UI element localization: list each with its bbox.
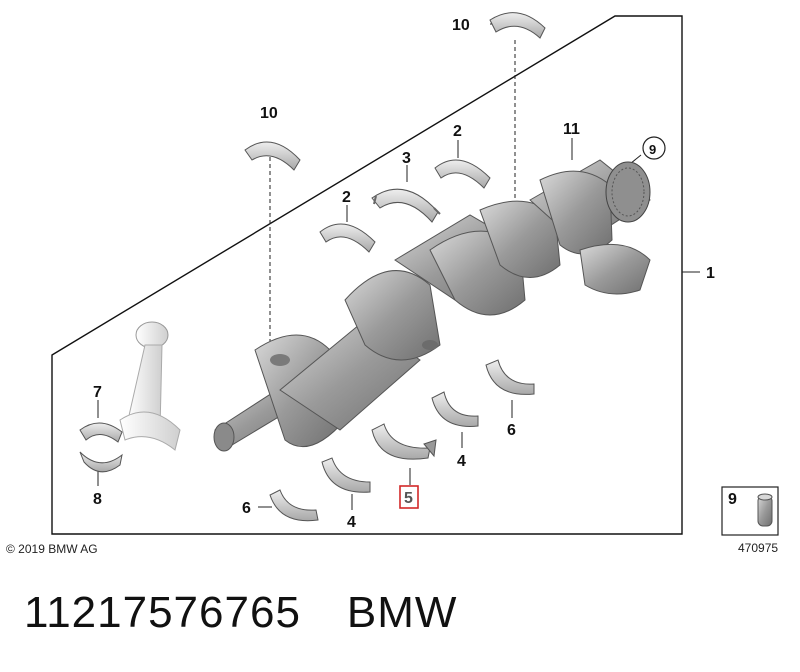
callout-2-left[interactable]: 2 bbox=[342, 189, 351, 206]
part-number: 11217576765 bbox=[24, 588, 301, 637]
callout-9[interactable]: 9 bbox=[649, 142, 656, 157]
callout-9-circle bbox=[642, 136, 666, 160]
inset-label: 9 bbox=[728, 491, 737, 508]
callout-4-bottom[interactable]: 4 bbox=[347, 514, 356, 531]
callout-6-right[interactable]: 6 bbox=[507, 422, 516, 439]
bearing-shell-lower-4b bbox=[431, 391, 479, 427]
callout-11[interactable]: 11 bbox=[563, 121, 580, 138]
bearing-shell-lower-5 bbox=[371, 423, 437, 460]
bearing-shell-7 bbox=[79, 422, 123, 443]
callout-2-top[interactable]: 2 bbox=[453, 123, 462, 140]
callout-7[interactable]: 7 bbox=[93, 384, 102, 401]
callout-6-bottom[interactable]: 6 bbox=[242, 500, 251, 517]
copyright-text: © 2019 BMW AG bbox=[6, 542, 98, 556]
bearing-shell-lower-4a bbox=[321, 457, 371, 493]
parts-diagram: 10 10 11 9 2 3 2 1 7 8 6 4 5 4 6 9 © 201… bbox=[6, 12, 779, 556]
connecting-rod bbox=[119, 321, 181, 451]
bearing-shell-upper-3 bbox=[371, 188, 441, 223]
callout-10-left[interactable]: 10 bbox=[260, 105, 278, 122]
inset-box: 9 bbox=[721, 486, 779, 536]
brand-name: BMW bbox=[346, 588, 458, 637]
bearing-shell-upper-2b bbox=[319, 223, 376, 253]
bearing-shell-upper-10a bbox=[489, 12, 546, 39]
highlight-box bbox=[399, 485, 419, 509]
crankshaft bbox=[213, 159, 651, 452]
bearing-shell-lower-6a bbox=[269, 489, 319, 522]
callout-5-highlighted[interactable]: 5 bbox=[404, 490, 413, 507]
callout-1[interactable]: 1 bbox=[706, 265, 715, 282]
bearing-shell-upper-10b bbox=[244, 141, 301, 171]
bearing-shell-8 bbox=[79, 451, 123, 473]
callout-3[interactable]: 3 bbox=[402, 150, 411, 167]
assembly-frame bbox=[51, 15, 683, 535]
callout-10-top[interactable]: 10 bbox=[452, 17, 470, 34]
bearing-shell-upper-2a bbox=[434, 159, 491, 189]
callout-4-right[interactable]: 4 bbox=[457, 453, 466, 470]
image-number: 470975 bbox=[738, 541, 778, 555]
dowel-pin-icon bbox=[757, 493, 773, 527]
callout-8[interactable]: 8 bbox=[93, 491, 102, 508]
bearing-shell-lower-6b bbox=[485, 359, 535, 395]
part-caption: 11217576765 BMW bbox=[24, 588, 457, 638]
